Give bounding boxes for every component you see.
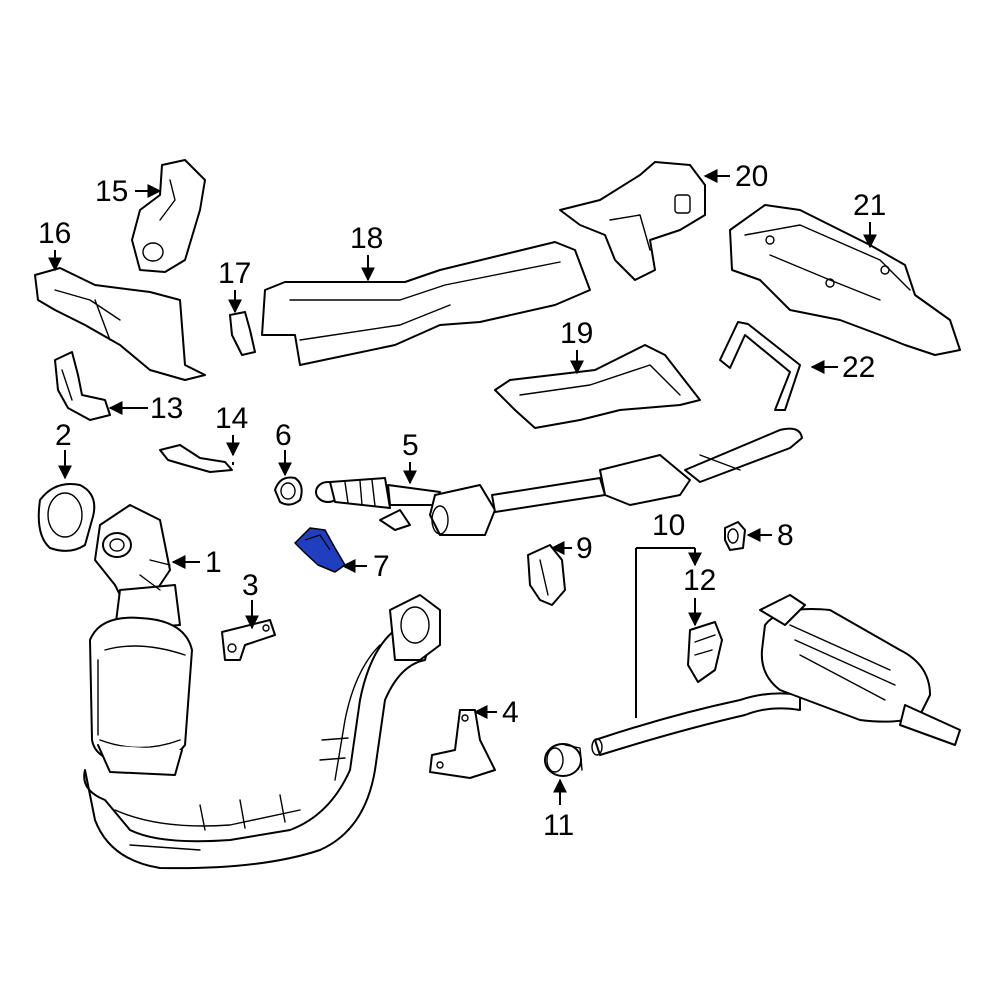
part-16-heat-shield[interactable] [34, 267, 206, 381]
part-3-bracket[interactable] [221, 619, 276, 661]
front-exhaust-pipe [83, 594, 441, 870]
callout-4: 4 [502, 696, 519, 729]
part-15-heat-shield[interactable] [131, 159, 206, 273]
part-6-gasket[interactable] [274, 476, 303, 506]
callout-15: 15 [95, 175, 128, 208]
part-12-valve-actuator[interactable] [687, 621, 723, 683]
callout-7: 7 [373, 550, 390, 583]
callout-19: 19 [560, 317, 593, 350]
part-9-hanger[interactable] [527, 544, 566, 606]
callout-2: 2 [55, 419, 72, 452]
callout-10: 10 [652, 509, 685, 542]
callout-8: 8 [777, 519, 794, 552]
part-7-hanger-bracket-highlighted[interactable] [294, 527, 346, 573]
callout-6: 6 [275, 419, 292, 452]
part-8-grommet[interactable] [724, 521, 746, 551]
part-5-intermediate-pipe[interactable] [315, 427, 803, 536]
callout-3: 3 [242, 569, 259, 602]
part-20-heat-shield[interactable] [559, 161, 706, 281]
callout-18: 18 [350, 222, 383, 255]
part-1-catalytic-converter[interactable] [89, 504, 193, 776]
callout-12: 12 [683, 564, 716, 597]
part-18-heat-shield[interactable] [261, 241, 591, 366]
callout-13: 13 [150, 392, 183, 425]
part-10-rear-pipe[interactable] [591, 692, 801, 756]
part-11-clamp[interactable] [544, 743, 583, 777]
part-4-bracket[interactable] [429, 709, 496, 779]
part-17-clip[interactable] [229, 311, 256, 356]
part-19-heat-shield[interactable] [494, 344, 701, 429]
callout-9: 9 [576, 532, 593, 565]
leader-lines [48, 169, 877, 805]
callout-17: 17 [218, 257, 251, 290]
callout-16: 16 [38, 217, 71, 250]
part-13-heat-shield[interactable] [54, 351, 111, 421]
callout-20: 20 [735, 160, 768, 193]
part-21-heat-shield[interactable] [729, 204, 961, 356]
callout-1: 1 [205, 546, 222, 579]
part-14-bracket[interactable] [159, 444, 233, 473]
callout-22: 22 [842, 351, 875, 384]
part-2-gasket[interactable] [37, 483, 96, 552]
callout-14: 14 [215, 402, 248, 435]
part-22-strap[interactable] [719, 321, 801, 411]
callout-numbers: 1 2 3 4 5 6 7 8 9 10 11 12 13 14 15 16 1… [38, 160, 886, 842]
rear-muffler [759, 594, 961, 746]
callout-5: 5 [402, 429, 419, 462]
callout-11: 11 [543, 809, 574, 842]
callout-21: 21 [853, 189, 886, 222]
